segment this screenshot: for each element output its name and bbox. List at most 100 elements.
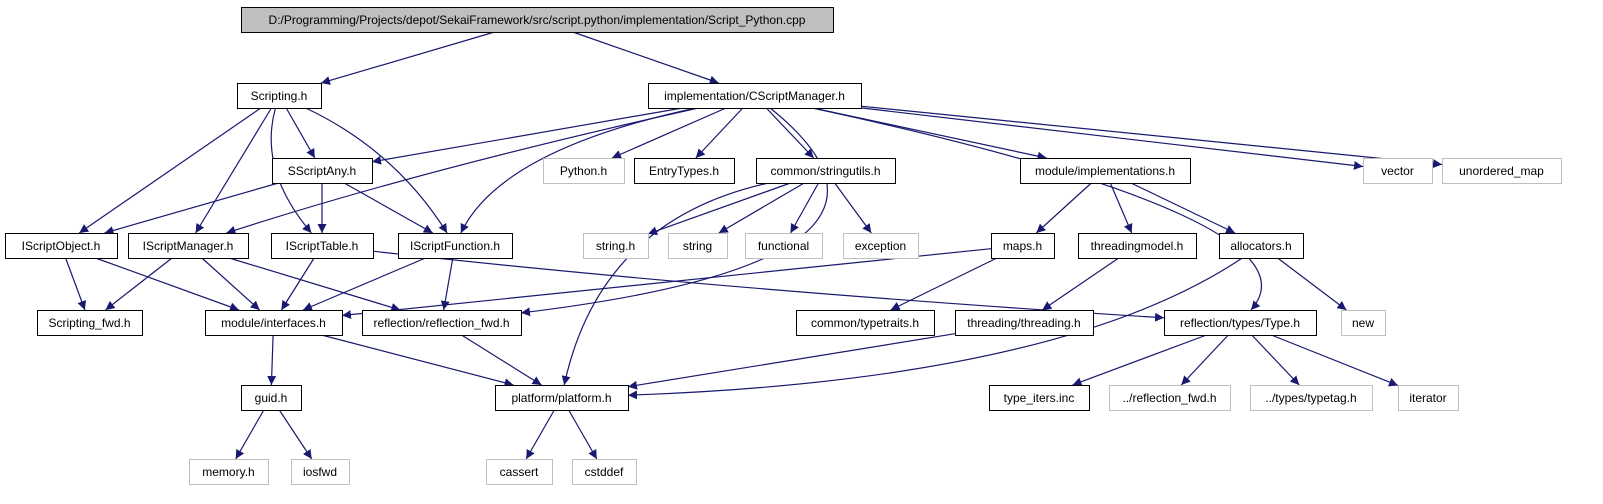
node-threading[interactable]: threading/threading.h [955,310,1094,336]
node-platform[interactable]: platform/platform.h [495,385,629,411]
edge [235,409,265,460]
node-typeh[interactable]: reflection/types/Type.h [1164,310,1317,336]
node-iscriptmanager[interactable]: IScriptManager.h [128,233,249,259]
edge [1130,182,1236,234]
node-box [1250,385,1373,411]
edge-iscriptfunction-to-reflection_fwd [440,257,454,311]
edge-typeh-to-dd_reflection_fwd [1180,334,1229,386]
node-box [1078,233,1197,259]
edge [343,182,434,234]
node-box [989,385,1090,411]
edge-modimpl-to-allocators [1130,182,1236,234]
node-label: threadingmodel.h [1091,239,1184,253]
edge-sscriptany-to-iscriptobject [104,182,279,235]
edge [789,182,820,234]
node-label: Scripting_fwd.h [48,316,130,330]
edge [321,334,514,388]
edge [627,257,1243,400]
edge-reflection_fwd-to-platform [461,334,542,386]
node-label: string.h [596,239,635,253]
node-box [205,310,343,336]
node-iscriptobject[interactable]: IScriptObject.h [5,233,118,259]
node-allocators[interactable]: allocators.h [1219,233,1304,259]
node-reflection_fwd[interactable]: reflection/reflection_fwd.h [362,310,522,336]
node-scripting[interactable]: Scripting.h [237,83,322,109]
edge [647,182,791,236]
node-box [495,385,629,411]
node-csm[interactable]: implementation/CScriptManager.h [648,83,862,109]
node-label: exception [855,239,906,253]
node-iosfwd: iosfwd [291,459,350,485]
edge-iscriptobject-to-scripting_fwd [65,257,86,311]
node-box [634,158,735,184]
node-sscriptany[interactable]: SScriptAny.h [272,158,373,184]
edge-iscripttable-to-interfaces [280,257,315,311]
node-interfaces[interactable]: module/interfaces.h [205,310,343,336]
edge-iscriptmanager-to-interfaces [201,257,261,311]
edge-threadingmodel-to-threading [1041,257,1120,311]
node-box [1442,158,1562,184]
node-iscriptfunction[interactable]: IScriptFunction.h [398,233,513,259]
edge-stringutils-to-exception [834,182,872,234]
node-box [271,233,374,259]
node-label: module/interfaces.h [221,316,326,330]
edge [1109,182,1133,234]
edge [372,250,1165,322]
edge [201,257,261,311]
node-label: iterator [1409,391,1446,405]
node-threadingmodel[interactable]: threadingmodel.h [1078,233,1197,259]
node-label: allocators.h [1230,239,1291,253]
edge-scripting-to-iscriptfunction [305,107,448,234]
node-root[interactable]: D:/Programming/Projects/depot/SekaiFrame… [241,7,834,33]
edge-allocators-to-new [1277,257,1347,311]
node-box [1219,233,1304,259]
node-label: cstddef [585,465,624,479]
edge [78,107,262,234]
node-label: reflection/reflection_fwd.h [373,316,509,330]
node-exception: exception [843,233,919,259]
edge [104,182,279,235]
edge-csm-to-iscriptmanager [226,107,699,235]
edge-csm-to-stringutils [765,107,815,159]
node-label: iosfwd [303,465,337,479]
edge [812,107,1262,311]
node-cstddef: cstddef [572,459,637,485]
node-box [756,158,896,184]
edge-iscriptobject-to-interfaces [95,257,240,312]
edge-iscriptfunction-to-interfaces [302,257,426,311]
node-scripting_fwd[interactable]: Scripting_fwd.h [37,310,143,336]
node-box [398,233,513,259]
edge [860,107,1364,170]
node-memory: memory.h [189,459,269,485]
edge [280,257,315,311]
node-entrytypes[interactable]: EntryTypes.h [634,158,735,184]
node-box [291,459,350,485]
node-pythonh: Python.h [543,158,625,184]
edge [95,257,240,312]
node-maps[interactable]: maps.h [991,233,1055,259]
edge-csm-to-vector [860,107,1364,170]
node-box [991,233,1055,259]
node-type_iters[interactable]: type_iters.inc [989,385,1090,411]
node-label: common/typetraits.h [811,316,919,330]
node-functional: functional [745,233,823,259]
node-guid[interactable]: guid.h [241,385,302,411]
node-box [241,385,302,411]
edge [561,182,769,386]
edge [1271,334,1399,387]
node-stringutils[interactable]: common/stringutils.h [756,158,896,184]
node-label: type_iters.inc [1004,391,1075,405]
node-box [241,7,834,33]
edge-csm-to-unordered_map [860,105,1443,169]
node-modimpl[interactable]: module/implementations.h [1020,158,1191,184]
edge-guid-to-iosfwd [278,409,313,460]
node-box [572,459,637,485]
node-box [237,83,322,109]
edge-csm-to-sscriptany [371,107,683,165]
edge [568,409,598,460]
node-typetraits[interactable]: common/typetraits.h [796,310,935,336]
node-label: D:/Programming/Projects/depot/SekaiFrame… [269,13,806,27]
node-iscripttable[interactable]: IScriptTable.h [271,233,374,259]
node-box [583,233,649,259]
edge [278,409,313,460]
